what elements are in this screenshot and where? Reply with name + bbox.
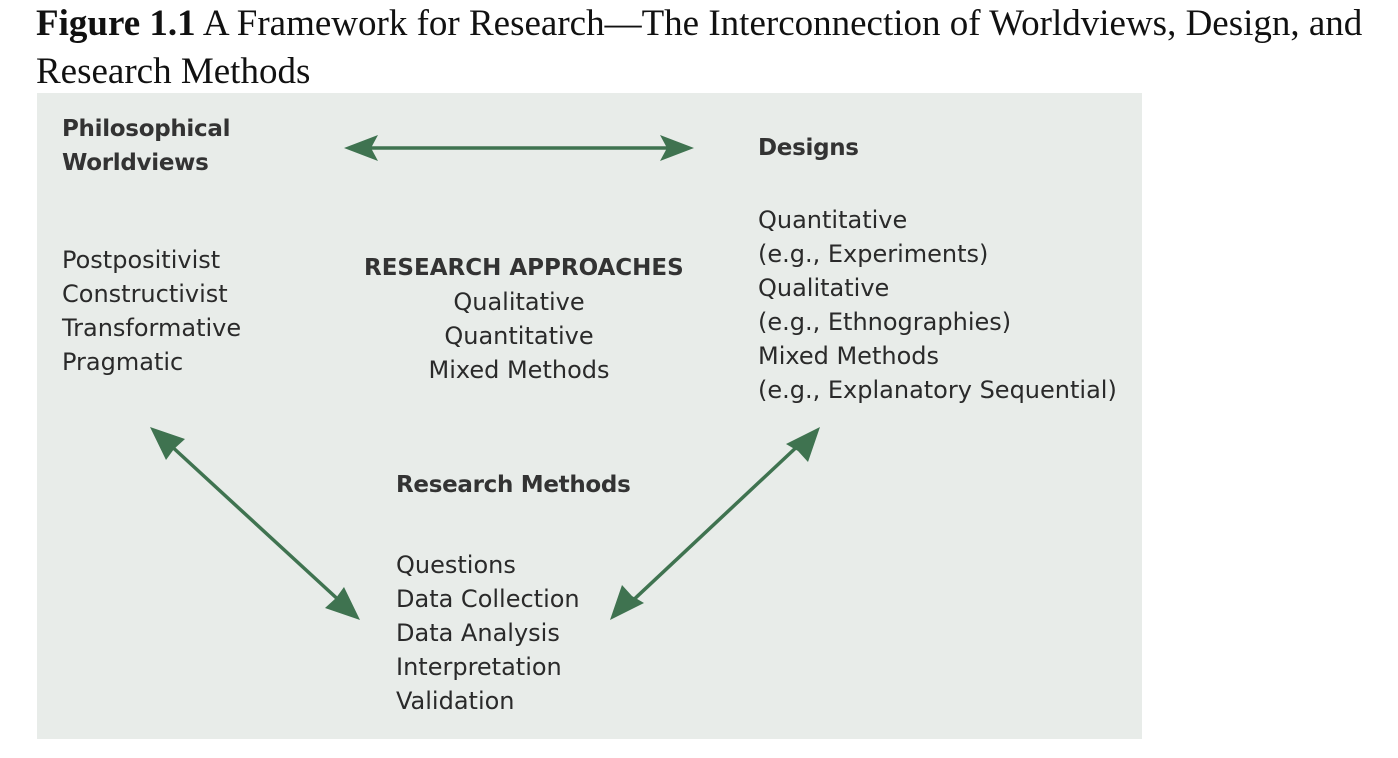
worldviews-heading: Philosophical Worldviews (62, 112, 230, 180)
method-item: Questions (396, 551, 516, 579)
diagram-panel (37, 93, 1142, 739)
arrowhead-worldviews (344, 135, 378, 161)
arrowhead-methods-right (610, 585, 644, 620)
worldview-item: Constructivist (62, 280, 228, 308)
arrowhead-designs (660, 135, 694, 161)
figure-number: Figure 1.1 (36, 3, 196, 44)
approach-item: Quantitative (444, 322, 594, 350)
design-item: Mixed Methods (758, 342, 939, 370)
arrowhead-worldviews-lower (150, 427, 185, 460)
worldview-item: Postpositivist (62, 246, 221, 274)
design-item: Qualitative (758, 274, 890, 302)
worldviews-heading-line: Worldviews (62, 150, 209, 176)
designs-heading-text: Designs (758, 135, 859, 161)
approach-item: Qualitative (453, 288, 585, 316)
worldview-item: Pragmatic (62, 348, 184, 376)
arrowhead-methods-left (325, 587, 360, 620)
method-item: Interpretation (396, 653, 562, 681)
approaches-block: RESEARCH APPROACHES Qualitative Quantita… (364, 251, 684, 387)
design-item: (e.g., Explanatory Sequential) (758, 376, 1117, 404)
worldviews-heading-line: Philosophical (62, 116, 231, 142)
method-item: Validation (396, 687, 515, 715)
method-item: Data Analysis (396, 619, 560, 647)
method-item: Data Collection (396, 585, 580, 613)
design-item: (e.g., Experiments) (758, 240, 989, 268)
worldviews-list: Postpositivist Constructivist Transforma… (62, 243, 241, 379)
methods-heading-text: Research Methods (396, 472, 631, 498)
design-item: (e.g., Ethnographies) (758, 308, 1012, 336)
figure-caption: Figure 1.1 A Framework for Research—The … (36, 0, 1376, 96)
figure-title: A Framework for Research—The Interconnec… (36, 3, 1363, 92)
designs-list: Quantitative (e.g., Experiments) Qualita… (758, 203, 1117, 407)
methods-list: Questions Data Collection Data Analysis … (396, 548, 580, 718)
arrowhead-designs-lower (786, 427, 820, 462)
methods-heading: Research Methods (396, 468, 631, 502)
approaches-heading: RESEARCH APPROACHES (364, 255, 684, 281)
approach-item: Mixed Methods (428, 356, 610, 384)
design-item: Quantitative (758, 206, 908, 234)
designs-heading: Designs (758, 131, 859, 165)
worldview-item: Transformative (62, 314, 242, 342)
arrow-designs-methods (626, 440, 804, 607)
arrow-worldviews-methods (166, 441, 345, 606)
